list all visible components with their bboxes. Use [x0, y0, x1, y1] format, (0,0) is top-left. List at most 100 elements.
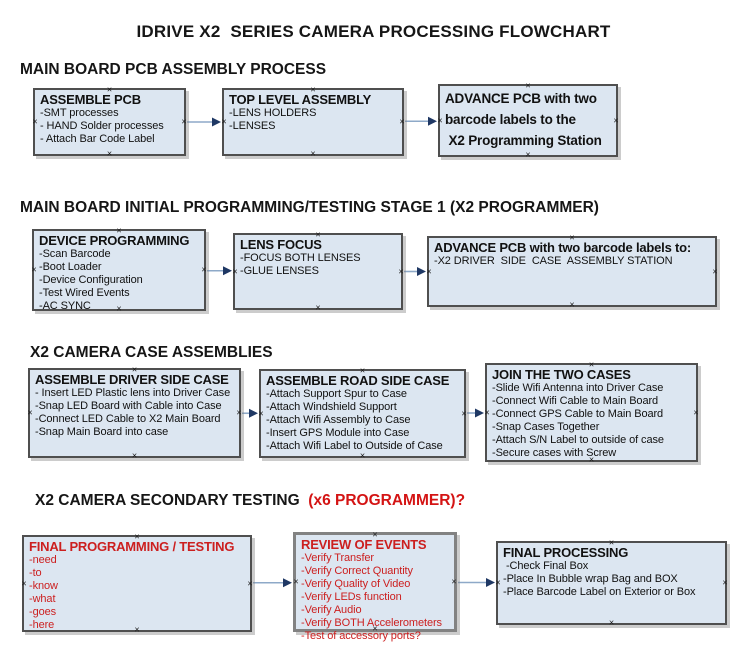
box-item: - Attach Bar Code Label: [40, 133, 155, 145]
section-heading-text: MAIN BOARD INITIAL PROGRAMMING/TESTING S…: [20, 199, 599, 216]
connector-handle-icon: ×: [258, 408, 264, 418]
connector-handle-icon: ×: [569, 299, 575, 310]
connector-handle-icon: ×: [461, 408, 467, 418]
connector-handle-icon: ×: [437, 115, 443, 125]
box-item: -Connect Wifi Cable to Main Board: [492, 395, 659, 407]
box-item: - HAND Solder processes: [40, 120, 164, 132]
section-heading-1: MAIN BOARD PCB ASSEMBLY PROCESS: [20, 61, 326, 79]
connector-handle-icon: ×: [398, 266, 404, 276]
section-heading-red-text: (x6 PROGRAMMER)?: [304, 492, 466, 509]
page-title: IDRIVE X2 SERIES CAMERA PROCESSING FLOWC…: [136, 22, 611, 41]
box-item: -Verify BOTH Accelerometers: [301, 617, 442, 629]
connector-arrow[interactable]: [404, 267, 426, 276]
flow-box-assemble-pcb[interactable]: ASSEMBLE PCB-SMT processes- HAND Solder …: [32, 85, 187, 159]
connector-handle-icon: ×: [495, 577, 501, 588]
arrow-head-icon: [283, 578, 292, 588]
connector-arrow[interactable]: [207, 266, 232, 276]
connector-arrow[interactable]: [405, 116, 437, 126]
box-item: -Attach S/N Label to outside of case: [492, 434, 664, 446]
box-title: FINAL PROCESSING: [503, 545, 629, 560]
section-heading-2: MAIN BOARD INITIAL PROGRAMMING/TESTING S…: [20, 199, 599, 217]
box-title: ASSEMBLE PCB: [40, 92, 141, 107]
box-item: -Place In Bubble wrap Bag and BOX: [503, 573, 678, 585]
box-item: -Snap LED Board with Cable into Case: [35, 400, 222, 412]
box-item: - Insert LED Plastic lens into Driver Ca…: [35, 387, 231, 399]
connector-handle-icon: ×: [106, 148, 113, 159]
box-item: -Attach Wifi Label to Outside of Case: [266, 440, 443, 452]
box-item: -to: [29, 567, 42, 579]
box-item: -Attach Wifi Assembly to Case: [266, 414, 411, 426]
connector-handle-icon: ×: [310, 148, 316, 159]
box-item: -X2 DRIVER SIDE CASE ASSEMBLY STATION: [434, 255, 673, 267]
box-item: -goes: [29, 606, 57, 618]
box-item: -Verify Transfer: [301, 552, 374, 564]
connector-handle-icon: ×: [613, 115, 619, 125]
arrow-head-icon: [417, 267, 426, 276]
flow-box-device-programming[interactable]: DEVICE PROGRAMMING-Scan Barcode-Boot Loa…: [31, 226, 206, 313]
box-title: FINAL PROGRAMMING / TESTING: [29, 539, 235, 554]
arrow-head-icon: [223, 266, 232, 276]
flow-box-review-of-events[interactable]: REVIEW OF EVENTS-Verify Transfer-Verify …: [293, 530, 457, 642]
connector-handle-icon: ×: [451, 576, 457, 587]
connector-handle-icon: ×: [525, 149, 531, 160]
connector-handle-icon: ×: [32, 116, 38, 127]
box-item: -need: [29, 554, 57, 566]
box-item: -Check Final Box: [503, 560, 589, 572]
connector-handle-icon: ×: [315, 302, 321, 313]
connector-arrow[interactable]: [458, 578, 495, 587]
arrow-head-icon: [212, 117, 221, 127]
flow-box-final-programming-testing[interactable]: FINAL PROGRAMMING / TESTING-need-to-know…: [21, 532, 252, 634]
box-title: DEVICE PROGRAMMING: [39, 233, 190, 248]
box-item: -Test Wired Events: [39, 287, 130, 299]
connector-arrow[interactable]: [242, 408, 258, 418]
arrow-head-icon: [249, 408, 258, 418]
connector-handle-icon: ×: [31, 264, 37, 275]
box-item: -AC SYNC: [39, 300, 91, 312]
box-item: -Scan Barcode: [39, 248, 111, 260]
connector-handle-icon: ×: [236, 407, 242, 418]
box-item: -Device Configuration: [39, 274, 143, 286]
box-item: -Snap Cases Together: [492, 421, 600, 433]
box-item: -Attach Support Spur to Case: [266, 388, 407, 400]
box-title: barcode labels to the: [445, 112, 576, 127]
connector-handle-icon: ×: [221, 116, 227, 127]
box-item: -Verify LEDs function: [301, 591, 402, 603]
box-item: -Verify Correct Quantity: [301, 565, 413, 577]
section-heading-text: X2 CAMERA CASE ASSEMBLIES: [30, 344, 273, 361]
connector-handle-icon: ×: [693, 407, 699, 417]
flow-box-top-level-assembly[interactable]: TOP LEVEL ASSEMBLY-LENS HOLDERS-LENSES××…: [221, 85, 404, 159]
box-title: ASSEMBLE DRIVER SIDE CASE: [35, 372, 229, 387]
box-item: -Test of accessory ports?: [301, 630, 421, 642]
box-item: -Boot Loader: [39, 261, 102, 273]
section-heading-text: X2 CAMERA SECONDARY TESTING: [35, 492, 304, 509]
arrow-head-icon: [486, 578, 495, 587]
box-item: -Verify Audio: [301, 604, 362, 616]
connector-handle-icon: ×: [484, 407, 490, 417]
box-item: -SMT processes: [40, 107, 119, 119]
connector-handle-icon: ×: [722, 577, 728, 588]
connector-arrow[interactable]: [467, 408, 484, 418]
box-item: -LENSES: [229, 120, 276, 132]
box-title: ADVANCE PCB with two barcode labels to:: [434, 240, 692, 255]
flow-box-join-the-two-cases[interactable]: JOIN THE TWO CASES-Slide Wifi Antenna in…: [484, 360, 699, 464]
connector-handle-icon: ×: [712, 266, 718, 276]
flow-box-assemble-driver-side-case[interactable]: ASSEMBLE DRIVER SIDE CASE- Insert LED Pl…: [27, 365, 242, 461]
flow-box-lens-focus[interactable]: LENS FOCUS-FOCUS BOTH LENSES-GLUE LENSES…: [232, 230, 404, 313]
section-heading-3: X2 CAMERA CASE ASSEMBLIES: [30, 344, 273, 362]
connector-handle-icon: ×: [131, 450, 138, 461]
flow-box-final-processing[interactable]: FINAL PROCESSING -Check Final Box-Place …: [495, 538, 728, 628]
box-title: ASSEMBLE ROAD SIDE CASE: [266, 373, 450, 388]
flow-box-assemble-road-side-case[interactable]: ASSEMBLE ROAD SIDE CASE-Attach Support S…: [258, 366, 467, 460]
connector-handle-icon: ×: [608, 617, 615, 628]
connector-arrow[interactable]: [253, 578, 292, 588]
connector-arrow[interactable]: [187, 117, 221, 127]
box-item: -LENS HOLDERS: [229, 107, 317, 119]
connector-handle-icon: ×: [181, 116, 187, 127]
flow-box-advance-pcb-to-case[interactable]: ADVANCE PCB with two barcode labels to:-…: [426, 233, 718, 310]
box-item: -GLUE LENSES: [240, 265, 319, 277]
arrow-head-icon: [475, 408, 484, 418]
box-item: -here: [29, 619, 55, 631]
box-item: -FOCUS BOTH LENSES: [240, 252, 361, 264]
